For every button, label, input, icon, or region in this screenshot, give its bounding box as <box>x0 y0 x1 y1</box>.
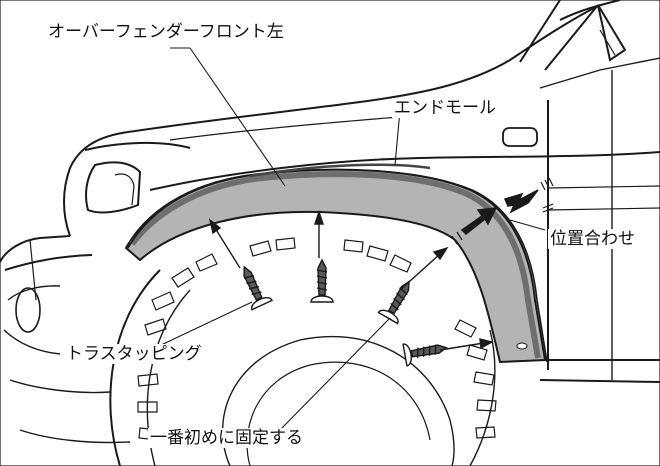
alignment-arrows <box>451 177 554 245</box>
tapping-screws <box>243 258 448 367</box>
fog-lamp <box>15 287 41 333</box>
label-first-fix: 一番初めに固定する <box>148 428 305 448</box>
screw-4 <box>402 343 448 367</box>
screw-3 <box>377 280 410 325</box>
screw-1 <box>243 265 273 311</box>
label-alignment: 位置合わせ <box>548 229 637 249</box>
label-end-mold: エンドモール <box>392 98 498 118</box>
screw-arrows <box>208 209 494 351</box>
overfender-part <box>124 163 548 364</box>
label-tapping-screw: トラスタッピング <box>64 344 204 364</box>
fender-hole <box>516 342 528 350</box>
screw-2 <box>310 258 334 303</box>
side-marker <box>502 127 538 147</box>
label-overfender: オーバーフェンダーフロント左 <box>46 22 286 42</box>
